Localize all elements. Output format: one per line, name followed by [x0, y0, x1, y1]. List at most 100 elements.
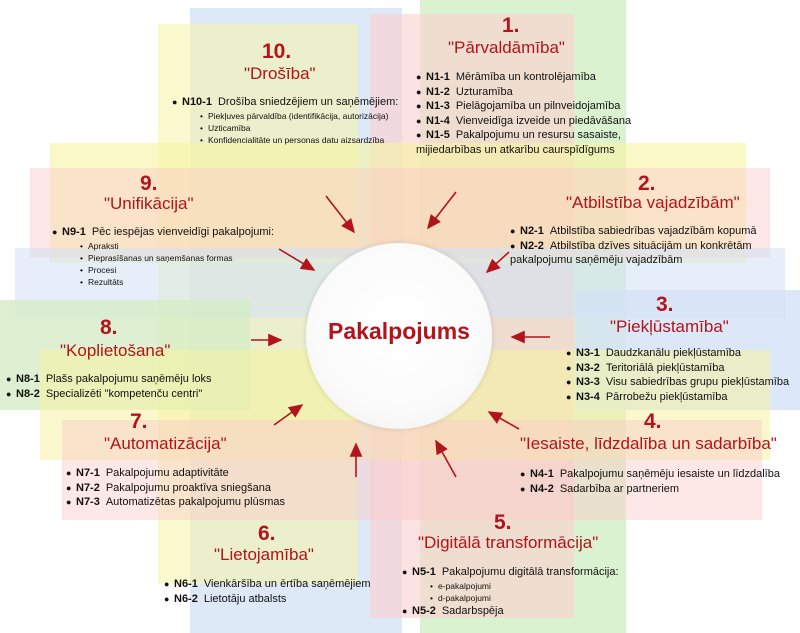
requirement-code: N2-2	[520, 239, 544, 252]
bullet-icon: ●	[66, 482, 72, 493]
requirement-item: ● N1-2 Uzturamība	[416, 85, 631, 100]
bg-panel	[62, 420, 762, 520]
requirement-code: N1-5	[426, 129, 450, 141]
requirement-text: Lietotāju atbalsts	[203, 592, 287, 605]
requirement-text: Drošība sniedzējiem un saņēmējiem:	[217, 96, 399, 108]
section-title: "Atbilstība vajadzībām"	[566, 193, 740, 212]
bullet-icon: ●	[520, 469, 526, 479]
requirement-item: ● N7-1 Pakalpojumu adaptivitāte	[66, 466, 285, 481]
requirement-text: Mērāmība un kontrolējamība	[455, 71, 596, 83]
arrow	[487, 411, 520, 430]
section-items: ● N6-1 Vienkāršība un ērtība saņēmējiem ●N6…	[164, 577, 371, 606]
requirement-text: Specializēti "kompetenču centri"	[45, 387, 203, 400]
sub-item: Piekļuves pārvaldība (identifikācija, au…	[172, 110, 398, 122]
requirement-code: N3-1	[576, 347, 600, 359]
requirement-code: N7-1	[76, 467, 100, 479]
requirement-text: Uzturamība	[455, 85, 513, 98]
section-number: 2.	[638, 172, 656, 195]
sub-item: Rezultāts	[52, 276, 274, 288]
requirement-code: N3-2	[576, 361, 600, 374]
sub-item: Uzticamība	[172, 122, 398, 134]
section-title: "Lietojamība"	[214, 545, 314, 564]
center-circle	[306, 243, 492, 429]
requirement-code: N8-2	[16, 387, 40, 400]
center-label: Pakalpojums	[328, 318, 470, 344]
section-number: 6.	[258, 522, 276, 545]
requirement-code: N6-1	[174, 578, 198, 590]
bullet-icon: ●	[416, 101, 422, 111]
requirement-code: N8-1	[16, 373, 40, 385]
sub-item: Apraksti	[52, 240, 274, 252]
requirement-code: N4-2	[530, 482, 554, 495]
section-number: 1.	[502, 14, 520, 37]
sub-item: Pieprasīšanas un saņemšanas formas	[52, 252, 274, 264]
section-number: 9.	[140, 172, 158, 195]
requirement-text: Plašs pakalpojumu saņēmēju loks	[45, 373, 212, 385]
arrow	[485, 251, 510, 274]
requirement-text: Daudzkanālu piekļūstamība	[605, 347, 741, 359]
requirement-item: ● N6-1 Vienkāršība un ērtība saņēmējiem	[164, 577, 371, 592]
section-number: 8.	[100, 316, 118, 339]
section-title: "Koplietošana"	[60, 341, 171, 360]
bullet-icon: ●	[566, 391, 572, 402]
requirement-text: Pakalpojumu adaptivitāte	[105, 467, 229, 479]
section-number: 10.	[262, 40, 292, 63]
requirement-code: N2-1	[520, 225, 544, 237]
requirement-text: Atbilstība dzīves situācijām un konkrētā…	[549, 239, 752, 252]
requirement-text: Vienveidīga izveide un piedāvāšana	[455, 114, 632, 127]
bullet-icon: ●	[164, 593, 170, 604]
requirement-text: Atbilstība sabiedrības vajadzībām kopumā	[549, 225, 757, 237]
sub-item: d-pakalpojumi	[402, 592, 619, 604]
requirement-code: N4-1	[530, 468, 554, 480]
bullet-icon: ●	[510, 226, 516, 236]
bullet-icon: ●	[520, 483, 526, 494]
section-number: 5.	[494, 511, 512, 534]
arrow	[325, 195, 355, 234]
requirement-text-continued: mijiedarbības un atkarību caurspīdīgums	[416, 143, 615, 156]
requirement-code: N1-4	[426, 114, 450, 127]
requirement-text: Pārrobežu piekļūstamība	[605, 390, 728, 403]
requirement-text: Pakalpojumu saņēmēju iesaiste un līdzdal…	[559, 468, 780, 480]
requirement-text: Automatizētas pakalpojumu plūsmas	[105, 496, 285, 508]
bullet-icon: ●	[164, 579, 170, 589]
sub-item: e-pakalpojumi	[402, 580, 619, 592]
bullet-icon: ●	[416, 86, 422, 97]
section-items: ● N4-1 Pakalpojumu saņēmēju iesaiste un lī…	[520, 467, 780, 496]
requirement-text-continued: pakalpojumu saņēmēju vajadzībām	[510, 254, 683, 266]
bullet-icon: ●	[66, 468, 72, 478]
section-number: 7.	[130, 410, 148, 433]
arrow	[278, 248, 316, 271]
bullet-icon: ●	[566, 362, 572, 373]
bullet-icon: ●	[402, 567, 408, 577]
requirement-item: ● N2-1 Atbilstība sabiedrības vajadzībām k…	[510, 224, 757, 239]
section-number: 3.	[656, 293, 674, 316]
requirement-code: N1-2	[426, 85, 450, 98]
requirement-text: Vienkāršība un ērtība saņēmējiem	[203, 578, 371, 590]
sub-item: Konfidencialitāte un personas datu aizsa…	[172, 134, 398, 146]
arrow	[273, 404, 304, 426]
bullet-icon: ●	[66, 497, 72, 507]
bullet-icon: ●	[416, 130, 422, 140]
requirement-code: N3-4	[576, 390, 600, 403]
arrow	[427, 191, 457, 230]
requirement-item: ● N4-1 Pakalpojumu saņēmēju iesaiste un lī…	[520, 467, 780, 482]
bullet-icon: ●	[52, 227, 58, 237]
section-title: "Piekļūstamība"	[610, 317, 729, 336]
